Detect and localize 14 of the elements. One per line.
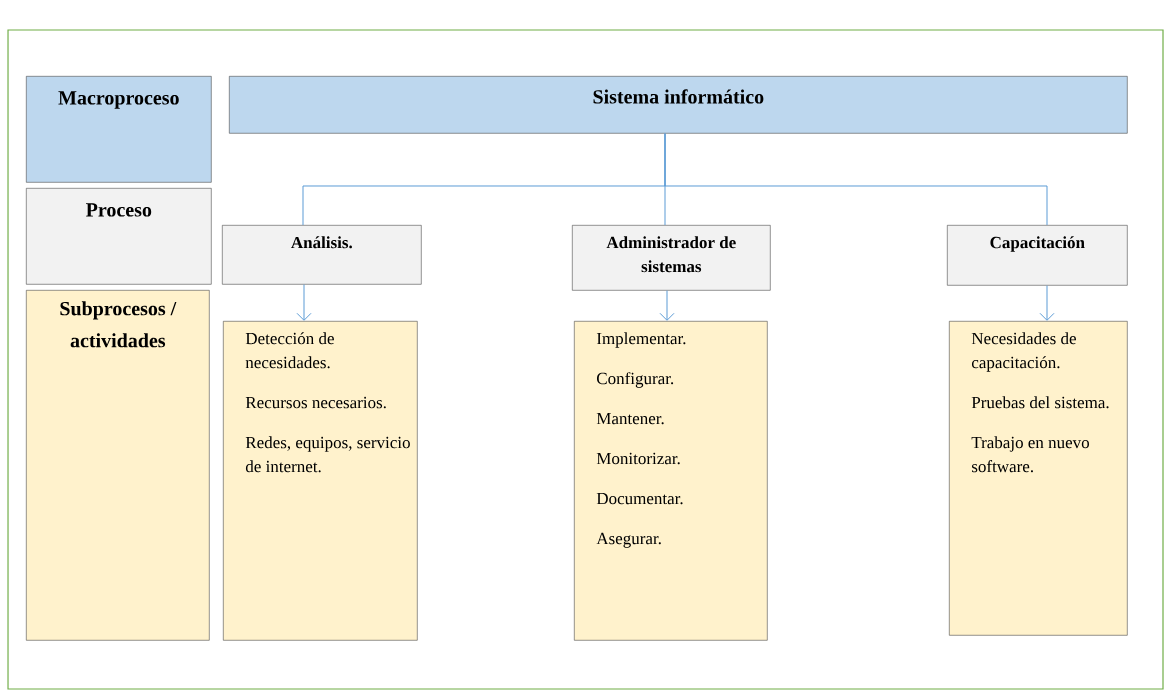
category-box: Macroproceso <box>26 76 212 183</box>
activity-box: Detección de necesidades. Recursos necesarios. Redes, equipos, servicio de internet. <box>223 321 418 641</box>
header-box: Sistema informático <box>229 76 1128 134</box>
arrow <box>296 284 312 321</box>
connector-line <box>664 133 1048 226</box>
process-box: Administrador de sistemas <box>572 225 771 291</box>
category-box: Proceso <box>26 188 212 285</box>
category-box: Subprocesos / actividades <box>26 290 210 641</box>
activity-box: Implementar. Configurar. Mantener. Monitorizar. Documentar. Asegurar. <box>574 321 768 641</box>
arrow <box>1039 285 1055 321</box>
activity-box: Necesidades de capacitación. Pruebas del sistema. Trabajo en nuevo software. <box>949 321 1128 636</box>
process-box: Capacitación <box>947 225 1128 286</box>
arrow <box>659 290 675 321</box>
process-box: Análisis. <box>222 225 422 285</box>
